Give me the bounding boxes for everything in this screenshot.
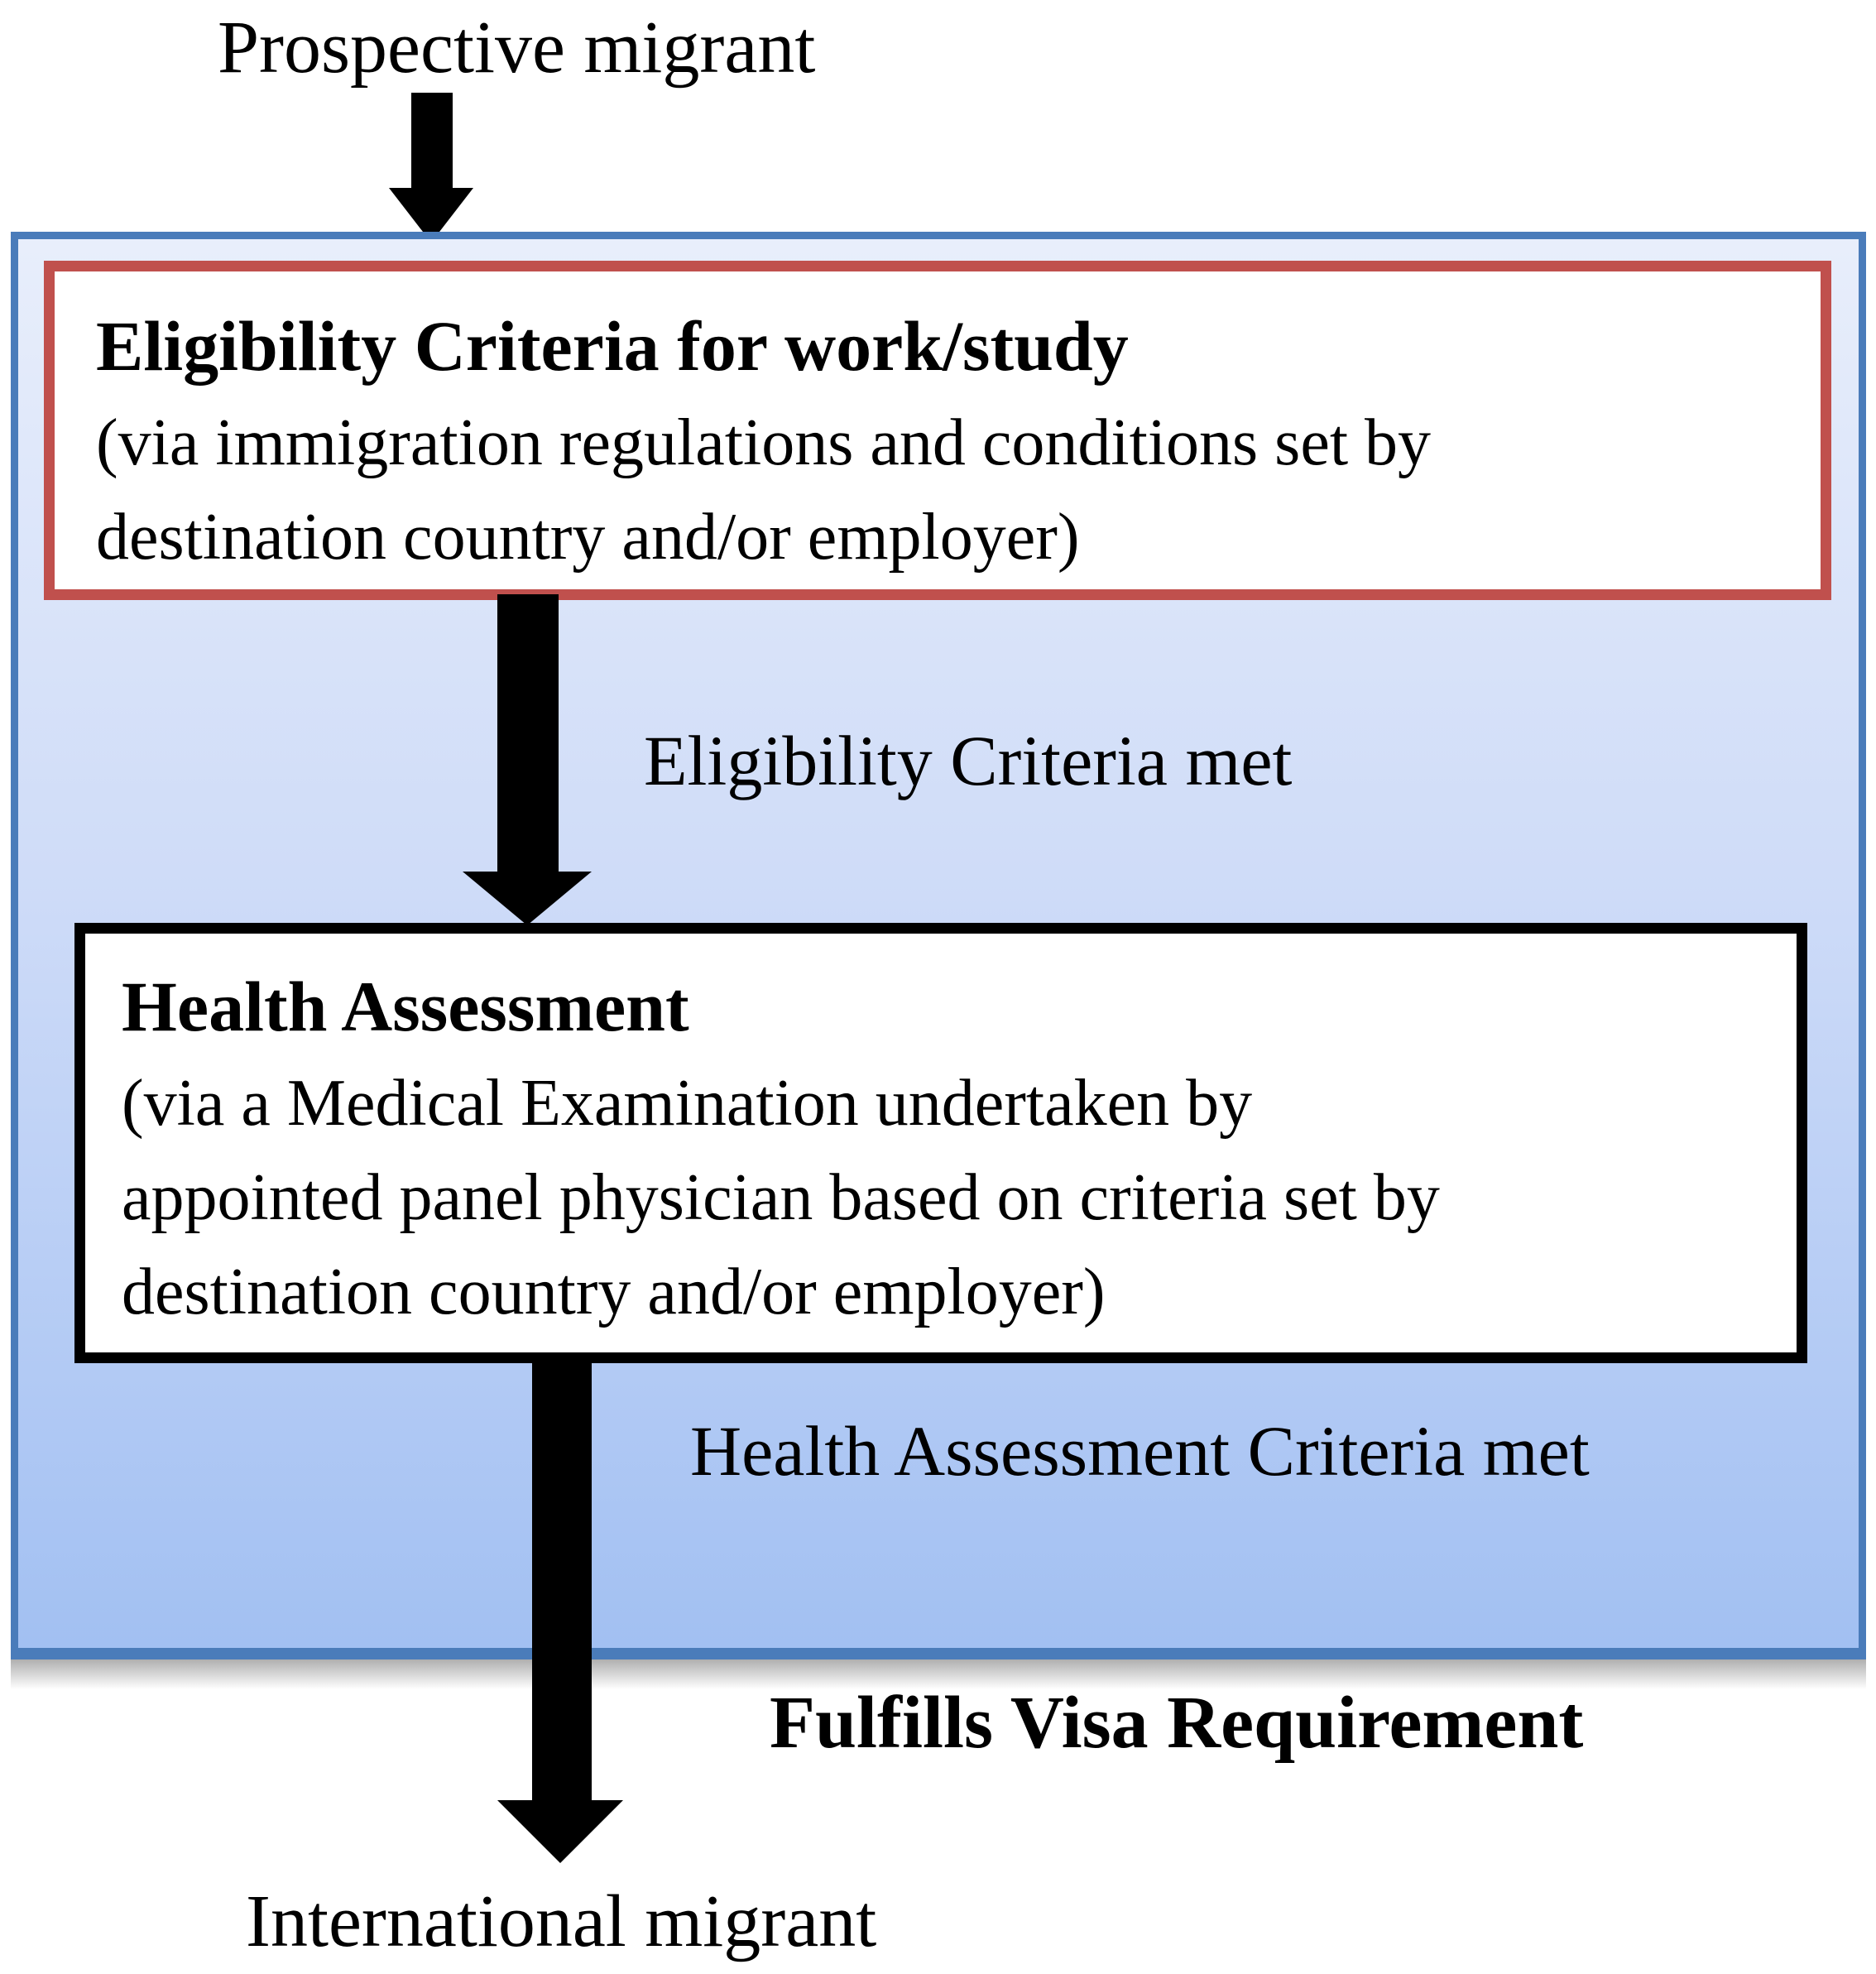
eligibility-criteria-box: Eligibility Criteria for work/study (via…	[44, 261, 1831, 600]
health-box-title: Health Assessment	[122, 967, 689, 1046]
arrow-shaft	[411, 93, 453, 188]
eligibility-met-label: Eligibility Criteria met	[644, 721, 1293, 800]
health-box-line: destination country and/or employer)	[122, 1256, 1106, 1328]
end-node-label: International migrant	[246, 1880, 877, 1962]
arrow-shaft	[532, 1356, 592, 1800]
health-assessment-box: Health Assessment (via a Medical Examina…	[74, 923, 1807, 1363]
eligibility-box-title: Eligibility Criteria for work/study	[96, 306, 1129, 386]
arrow-shaft	[497, 594, 559, 872]
arrow-down-icon	[463, 872, 592, 925]
outer-box-shadow	[11, 1659, 1866, 1689]
eligibility-box-line: destination country and/or employer)	[96, 501, 1080, 574]
eligibility-box-line: (via immigration regulations and conditi…	[96, 406, 1432, 479]
start-node-label: Prospective migrant	[218, 7, 816, 89]
health-box-line: (via a Medical Examination undertaken by	[122, 1067, 1253, 1140]
health-met-label: Health Assessment Criteria met	[690, 1411, 1590, 1491]
arrow-down-icon	[497, 1800, 623, 1863]
health-box-line: appointed panel physician based on crite…	[122, 1161, 1440, 1234]
visa-requirement-label: Fulfills Visa Requirement	[770, 1682, 1584, 1764]
